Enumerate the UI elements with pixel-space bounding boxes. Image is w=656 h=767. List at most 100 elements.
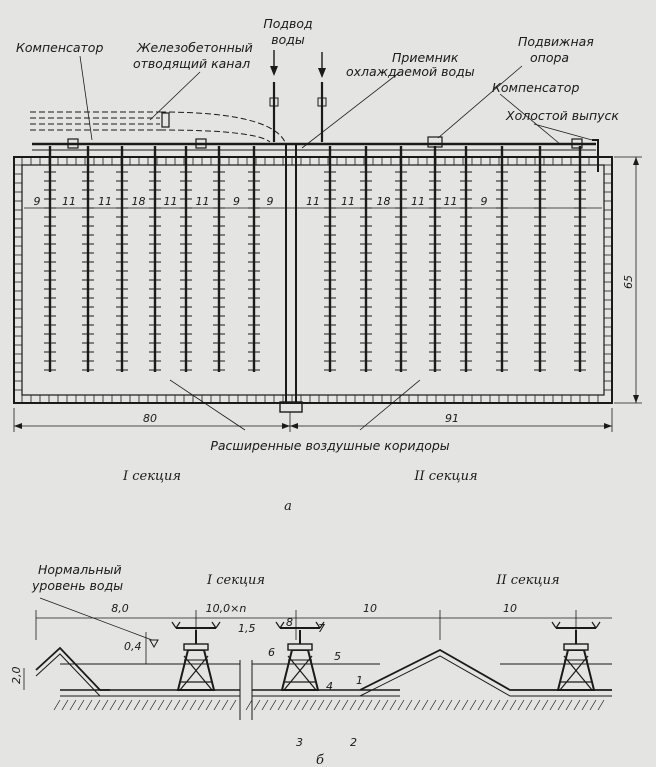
spacing-label: 9 (233, 195, 240, 208)
hatch (285, 699, 293, 711)
hatch (77, 699, 85, 711)
hatch (317, 699, 325, 711)
hatch (589, 699, 597, 711)
spray-row (460, 146, 472, 372)
dim-10-b: 10 (503, 602, 517, 615)
spray-row (496, 146, 508, 372)
marker-7: 7 (318, 622, 325, 635)
spacing-label: 18 (377, 195, 391, 208)
supply-arrows (270, 50, 326, 78)
section-dims (35, 610, 612, 640)
hatch (597, 699, 605, 711)
hatch (221, 699, 229, 711)
hatch (93, 699, 101, 711)
hatch (229, 699, 237, 711)
hatch (133, 699, 141, 711)
hatch (277, 699, 285, 711)
movable-support-box (427, 136, 443, 148)
hatch (125, 699, 133, 711)
marker-8: 8 (286, 616, 293, 629)
spray-rows (44, 146, 586, 372)
hatch (365, 699, 373, 711)
marker-1: 1 (356, 674, 363, 687)
dim-0-4: 0,4 (124, 640, 142, 653)
slope-left-lining (35, 653, 101, 697)
hatch (53, 699, 61, 711)
spray-row (213, 146, 225, 372)
hatch (301, 699, 309, 711)
dim-right-91: 91 (445, 412, 459, 425)
central-collector (279, 145, 303, 413)
spray-row (82, 146, 94, 372)
hatch (85, 699, 93, 711)
hatch (397, 699, 405, 711)
hatch (469, 699, 477, 711)
label-bottom-section-1: I секция (206, 573, 265, 588)
leader-lines (79, 55, 593, 431)
hatch (389, 699, 397, 711)
label-section-2: II секция (413, 469, 477, 484)
spacing-label: 11 (444, 195, 458, 208)
spacing-label: 9 (481, 195, 488, 208)
length-dims (13, 408, 613, 432)
spacing-label: 11 (411, 195, 425, 208)
hatch (157, 699, 165, 711)
hatch (557, 699, 565, 711)
hatch (325, 699, 333, 711)
label-normal-line2: уровень воды (31, 578, 123, 593)
hatch (493, 699, 501, 711)
label-supply-line2: воды (271, 32, 305, 47)
hatch (197, 699, 205, 711)
dim-height-65: 65 (622, 275, 635, 289)
hatch (525, 699, 533, 711)
hatch (149, 699, 157, 711)
spray-tower (551, 621, 601, 691)
spray-row (429, 146, 441, 372)
hatch (549, 699, 557, 711)
spacing-label: 11 (306, 195, 320, 208)
hatch (565, 699, 573, 711)
spray-row (116, 146, 128, 372)
label-compensator-right: Компенсатор (492, 80, 579, 95)
cross-section-view: 8,0 10,0×n 10 10 Нормальный уровень воды… (10, 562, 612, 767)
hatch (333, 699, 341, 711)
spacing-label: 11 (164, 195, 178, 208)
spray-row (44, 146, 56, 372)
basin-inner-wall (21, 164, 605, 396)
hatch (413, 699, 421, 711)
idle-outlet-pipe (592, 139, 599, 172)
hatch (117, 699, 125, 711)
spray-row (180, 146, 192, 372)
spray-row (149, 146, 161, 372)
leader-water-level (39, 597, 153, 641)
spray-row (324, 146, 336, 372)
hatch (517, 699, 525, 711)
compensator-box (571, 138, 583, 149)
height-dim (614, 156, 642, 404)
hatch (581, 699, 589, 711)
dim-10-a: 10 (363, 602, 377, 615)
label-bottom-section-2: II секция (495, 573, 559, 588)
hatch (293, 699, 301, 711)
water-supply-pipes (269, 82, 327, 142)
dim-left-80: 80 (143, 412, 157, 425)
spray-row (574, 146, 586, 372)
hatch (101, 699, 109, 711)
hatch (349, 699, 357, 711)
hatch (485, 699, 493, 711)
spray-tower (275, 621, 325, 691)
hatch (453, 699, 461, 711)
spacing-label: 9 (34, 195, 41, 208)
caption-b: б (316, 753, 324, 767)
hatch (109, 699, 117, 711)
label-supply-line1: Подвод (263, 16, 312, 31)
hatch (141, 699, 149, 711)
label-channel-line1: Железобетонный (136, 40, 253, 55)
hatch (165, 699, 173, 711)
spray-row (395, 146, 407, 372)
hatch (429, 699, 437, 711)
spacing-label: 11 (341, 195, 355, 208)
